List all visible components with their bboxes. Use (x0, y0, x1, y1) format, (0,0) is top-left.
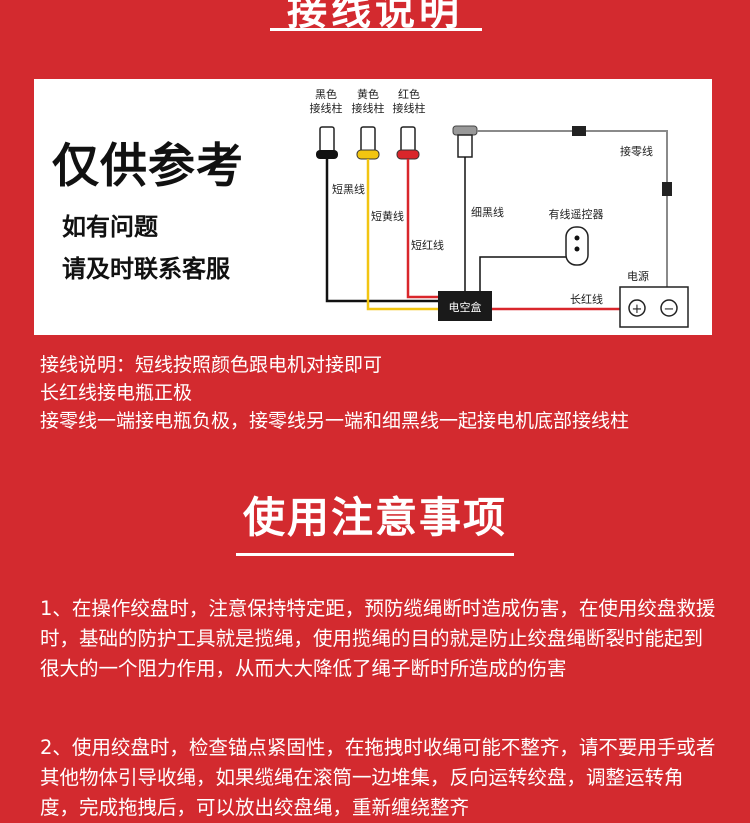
short-black-label: 短黑线 (332, 182, 365, 196)
title-underline (270, 28, 482, 31)
remote-label: 有线遥控器 (549, 207, 604, 221)
usage-title: 使用注意事项 (242, 493, 507, 542)
usage-title-underline (236, 553, 514, 556)
yellow-terminal (356, 126, 380, 160)
short-black-wire (325, 159, 438, 303)
short-yellow-wire (366, 159, 438, 311)
black-terminal-label-2: 接线柱 (310, 101, 343, 115)
watermark-line-2: 请及时联系客服 (62, 255, 230, 283)
short-red-wire (406, 159, 438, 299)
battery-minus: − (664, 302, 675, 317)
black-terminal-label-1: 黑色 (315, 87, 337, 101)
yellow-terminal-label-1: 黄色 (357, 87, 379, 101)
yellow-terminal-label-2: 接线柱 (352, 101, 385, 115)
watermark-line-1: 如有问题 (62, 213, 158, 241)
ground-wire (477, 130, 668, 291)
red-terminal-label-2: 接线柱 (393, 101, 426, 115)
red-terminal-label-1: 红色 (398, 87, 420, 101)
long-red-label: 长红线 (570, 292, 603, 306)
power-label: 电源 (627, 269, 649, 283)
ground-wire-label: 接零线 (620, 144, 653, 158)
battery-plus: + (632, 302, 643, 317)
short-yellow-label: 短黄线 (371, 209, 404, 223)
controller-label: 电空盒 (449, 300, 482, 314)
battery-positive-icon (628, 299, 646, 317)
black-terminal (316, 126, 338, 159)
remote-cable (479, 244, 580, 293)
battery-negative-icon (660, 299, 678, 317)
usage-item-1: 1、在操作绞盘时，注意保持特定距，预防缆绳断时造成伤害，在使用绞盘救援时，基础的… (40, 597, 716, 680)
wiring-notes: 接线说明：短线按照颜色跟电机对接即可 长红线接电瓶正极 接零线一端接电瓶负极，接… (40, 351, 629, 435)
wiring-note-3: 接零线一端接电瓶负极，接零线另一端和细黑线一起接电机底部接线柱 (40, 410, 630, 432)
usage-item-2: 2、使用绞盘时，检查锚点紧固性，在拖拽时收绳可能不整齐，请不要用手或者其他物体引… (40, 736, 716, 819)
wiring-diagram: 仅供参考 如有问题 请及时联系客服 黑色 接线柱 黄色 接线柱 红色 接线柱 (34, 79, 712, 335)
wiring-schematic: 黑色 接线柱 黄色 接线柱 红色 接线柱 (310, 87, 689, 328)
wiring-note-2: 长红线接电瓶正极 (40, 382, 193, 404)
reference-watermark: 仅供参考 (52, 139, 244, 194)
wiring-note-1: 接线说明：短线按照颜色跟电机对接即可 (40, 354, 383, 376)
thin-black-label: 细黑线 (471, 205, 504, 219)
short-red-label: 短红线 (411, 238, 444, 252)
controller-box (438, 291, 492, 321)
red-terminal (396, 126, 420, 160)
ground-wire-connector-1 (572, 126, 586, 136)
ground-wire-connector-2 (662, 182, 672, 196)
wired-remote (565, 226, 589, 266)
motor-ground-terminal (452, 125, 478, 158)
